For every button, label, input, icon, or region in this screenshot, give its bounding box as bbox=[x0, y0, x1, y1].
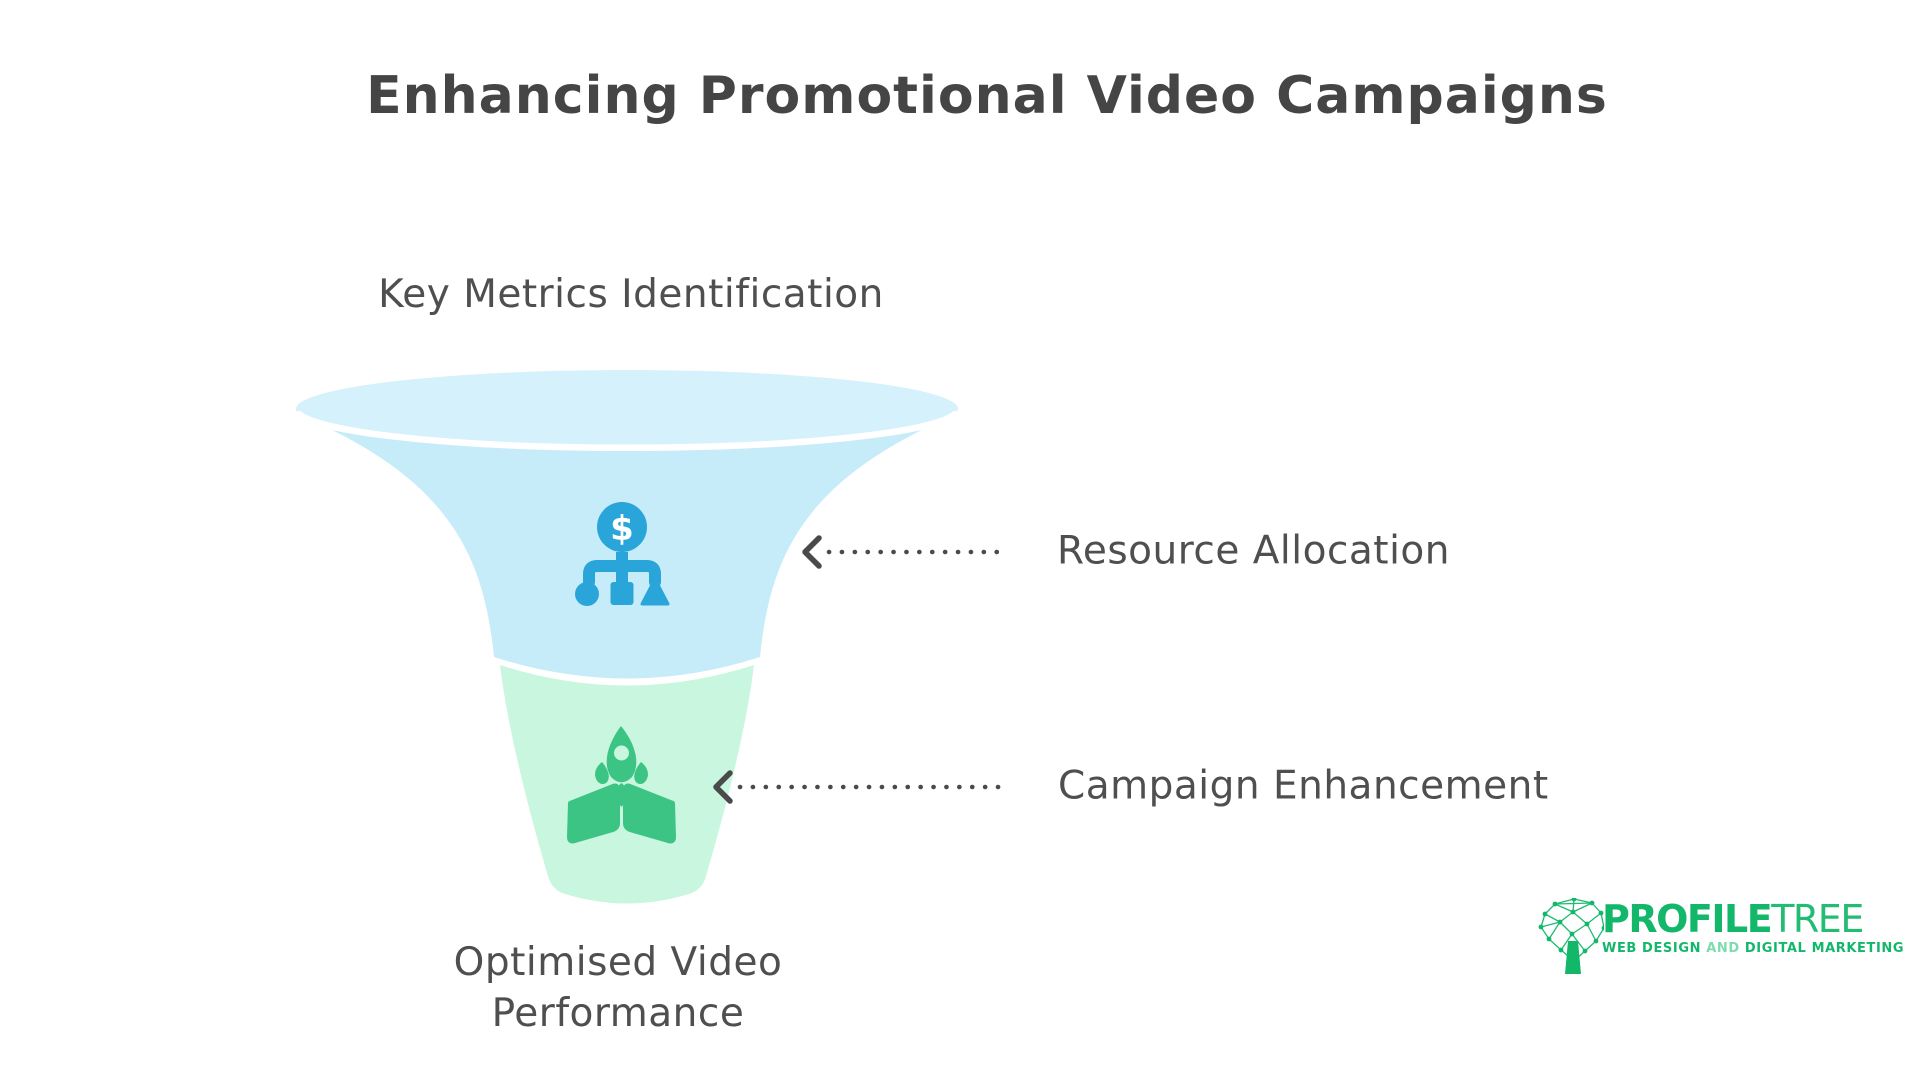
org-chart-circle-node bbox=[575, 582, 599, 606]
funnel-rim-highlight bbox=[295, 410, 959, 452]
arrow-chevron bbox=[713, 770, 733, 804]
tree-mesh-nodes bbox=[1538, 898, 1604, 964]
logo-text: PROFILETREE WEB DESIGN AND DIGITAL MARKE… bbox=[1602, 900, 1904, 956]
logo-tagline-suffix: DIGITAL MARKETING bbox=[1744, 941, 1905, 956]
arrow-chevron bbox=[802, 535, 822, 569]
tree-trunk bbox=[1565, 941, 1581, 974]
logo-tagline: WEB DESIGN AND DIGITAL MARKETING bbox=[1602, 941, 1904, 956]
network-tree-icon bbox=[1538, 898, 1604, 974]
rocket-window bbox=[614, 745, 629, 761]
money-allocation-icon: $ bbox=[575, 502, 670, 606]
label-resource-allocation: Resource Allocation bbox=[1057, 528, 1451, 574]
launch-pad-right bbox=[623, 783, 676, 844]
org-chart-square-node bbox=[610, 582, 634, 605]
dollar-circle bbox=[597, 502, 647, 552]
funnel-top-rim bbox=[296, 370, 958, 448]
rocket-flame-left bbox=[595, 762, 609, 785]
logo-tagline-conjunction: AND bbox=[1706, 941, 1740, 956]
logo-brand: PROFILETREE bbox=[1602, 900, 1904, 938]
logo-tagline-prefix: WEB DESIGN bbox=[1602, 941, 1702, 956]
dollar-glyph: $ bbox=[610, 509, 634, 549]
profiletree-logo: PROFILETREE WEB DESIGN AND DIGITAL MARKE… bbox=[1534, 898, 1904, 978]
org-chart-triangle-node bbox=[640, 577, 670, 606]
label-campaign-enhancement: Campaign Enhancement bbox=[1058, 763, 1549, 809]
launch-pad-left bbox=[567, 783, 620, 844]
label-key-metrics-identification: Key Metrics Identification bbox=[378, 272, 884, 317]
left-chevron-dotted-arrow-icon bbox=[713, 770, 1006, 804]
logo-brand-primary: PROFILE bbox=[1602, 897, 1773, 941]
page-title: Enhancing Promotional Video Campaigns bbox=[366, 66, 1608, 126]
label-optimised-video-performance: Optimised Video Performance bbox=[453, 940, 783, 1036]
logo-brand-secondary: TREE bbox=[1771, 897, 1864, 941]
rocket-flame-right bbox=[634, 762, 648, 785]
tree-mesh-edges bbox=[1540, 898, 1604, 962]
left-chevron-dotted-arrow-icon bbox=[802, 535, 1011, 569]
rocket-launch-icon bbox=[567, 726, 676, 844]
